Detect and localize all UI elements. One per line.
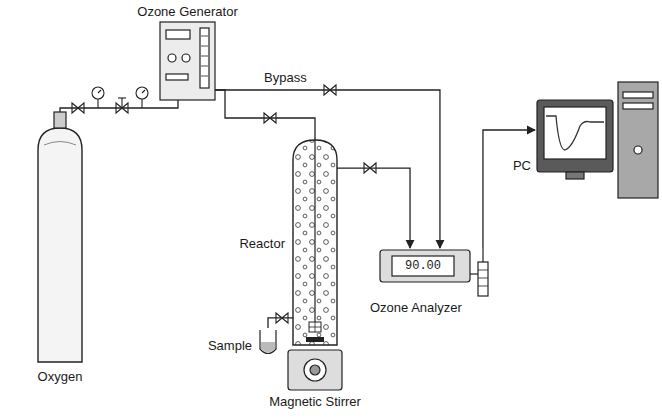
gauge-needle	[98, 90, 101, 93]
pressure-gauge	[92, 87, 104, 99]
analyzer-case	[380, 250, 470, 282]
probe-cable	[470, 273, 478, 274]
ozone-curve	[546, 116, 604, 150]
pressure-gauge	[136, 87, 148, 99]
analyzer-display	[392, 256, 454, 276]
stirrer-knob	[310, 365, 320, 375]
gas-inlet-tube	[314, 140, 315, 322]
pc-computer: PC	[535, 80, 660, 200]
scale-tick	[201, 36, 208, 37]
generator-display	[166, 30, 190, 39]
generator-knob	[182, 54, 190, 62]
sample-tube: Sample	[258, 328, 278, 358]
drive-bay	[623, 103, 653, 109]
oxygen-line-fittings	[72, 87, 148, 113]
equipment-label: Magnetic Stirrer	[269, 394, 361, 410]
equipment-label: Reactor	[239, 236, 285, 252]
regulator-stem	[121, 98, 122, 108]
pc-computer	[537, 82, 658, 198]
monitor-screen	[544, 107, 606, 159]
cylinder-body	[38, 128, 82, 362]
line-label: Bypass	[262, 70, 309, 86]
equipment-label: Sample	[208, 338, 252, 354]
diffuser-mesh	[315, 322, 316, 332]
display-reading: 90.00	[392, 256, 454, 276]
regulator-handle	[118, 97, 126, 98]
signal-cable	[482, 248, 483, 262]
gas-line	[483, 130, 535, 248]
magnetic-stirrer: Magnetic Stirrer	[288, 350, 342, 390]
cylinder-shading	[44, 142, 76, 146]
gauge-stem	[97, 99, 98, 108]
drive-bay	[623, 92, 653, 98]
gas-diffuser	[309, 322, 321, 332]
equipment-label: Ozone Generator	[137, 4, 237, 20]
sample-liquid	[261, 342, 275, 353]
scale-tick	[201, 46, 208, 47]
oxygen-cylinder: Oxygen	[38, 112, 82, 363]
stir-bar	[306, 337, 324, 342]
generator-knob	[168, 54, 176, 62]
gas-line	[268, 318, 293, 328]
ozone-generator: Ozone Generator	[160, 22, 215, 100]
ozone-generator	[160, 22, 215, 100]
generator-scale	[200, 28, 209, 88]
sample-tube	[260, 330, 276, 354]
equipment-label: Oxygen	[38, 369, 83, 385]
gauge-stem	[141, 99, 142, 108]
magnetic-stirrer	[288, 350, 342, 390]
reactor-column: Reactor	[293, 140, 337, 345]
ozone-analyzer	[380, 248, 488, 296]
gas-line	[60, 100, 178, 112]
equipment-label: Ozone Analyzer	[370, 300, 462, 316]
gas-line	[337, 168, 410, 248]
generator-cabinet	[160, 22, 215, 100]
probe-band	[478, 278, 488, 279]
power-button	[634, 146, 642, 154]
equipment-label: PC	[513, 158, 531, 174]
cylinder-valve	[54, 112, 66, 128]
oxygen-cylinder	[38, 112, 82, 362]
monitor-frame	[537, 100, 613, 172]
gas-line	[215, 90, 315, 140]
scale-tick	[201, 76, 208, 77]
ozone-analyzer: Ozone Analyzer90.00	[380, 248, 490, 298]
monitor-stand	[566, 172, 584, 179]
probe-band	[478, 286, 488, 287]
reactor-wall	[293, 140, 337, 345]
scale-tick	[201, 56, 208, 57]
scale-tick	[201, 66, 208, 67]
stirrer-base	[288, 350, 342, 390]
stirrer-dial	[304, 359, 326, 381]
gas-line	[215, 90, 440, 248]
gauge-needle	[142, 90, 145, 93]
generator-switch	[166, 74, 188, 80]
pc-tower	[618, 82, 658, 198]
probe-band	[478, 270, 488, 271]
analyzer-probe	[478, 262, 488, 296]
reactor-column	[293, 140, 337, 345]
